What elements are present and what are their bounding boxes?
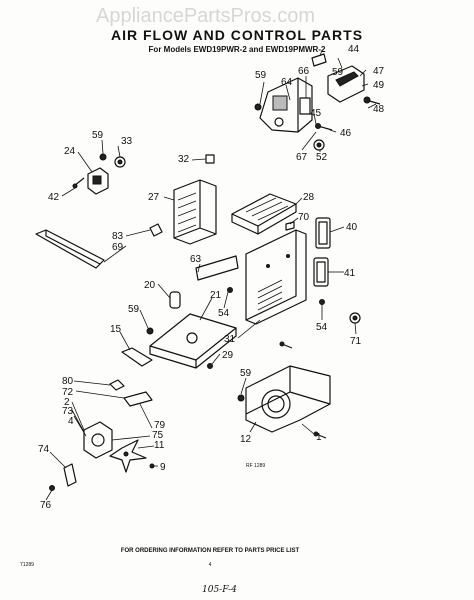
bracket-79: [123, 391, 153, 407]
screw-31: [279, 341, 293, 349]
callout-80: 80: [62, 376, 74, 387]
callout-59-a: 59: [332, 67, 344, 78]
callout-54-a: 54: [218, 308, 230, 319]
screw-54-right: [319, 299, 325, 305]
callout-64: 64: [281, 77, 293, 88]
fan-blade-11: [109, 439, 147, 473]
screw-54-upper: [227, 287, 233, 293]
screw-42: [72, 177, 85, 189]
callout-59-d: 59: [128, 304, 140, 315]
callout-21: 21: [210, 290, 222, 301]
callout-63: 63: [190, 254, 202, 265]
callout-75: 75: [152, 430, 164, 441]
callout-48: 48: [373, 104, 385, 115]
knob-32: [205, 154, 215, 164]
callout-66: 66: [298, 66, 310, 77]
callout-27: 27: [148, 192, 160, 203]
callout-70: 70: [298, 212, 310, 223]
callout-1: 1: [316, 432, 322, 443]
callout-83: 83: [112, 231, 124, 242]
screw-1: [313, 431, 327, 439]
model-subtitle: For Models EWD19PWR-2 and EWD19PMWR-2: [149, 45, 326, 54]
callout-29: 29: [222, 350, 234, 361]
callout-4: 4: [68, 416, 74, 427]
callout-11: 11: [154, 440, 165, 451]
clip-83: [149, 223, 163, 237]
watermark: AppliancePartsPros.com: [96, 5, 315, 27]
callout-45: 45: [310, 108, 322, 119]
callout-76: 76: [40, 500, 52, 511]
small-bracket-44: [311, 53, 327, 67]
callout-15: 15: [110, 324, 122, 335]
callout-73: 73: [62, 406, 74, 417]
callout-54-b: 54: [316, 322, 328, 333]
screw-48: [363, 96, 381, 105]
callout-40: 40: [346, 222, 358, 233]
screw-29: [207, 363, 213, 369]
callout-24: 24: [64, 146, 76, 157]
part-15: [121, 347, 153, 367]
callout-71: 71: [350, 336, 362, 347]
switch-part-66: [299, 97, 311, 115]
bottom-left-code: 71289: [20, 562, 34, 568]
callout-69: 69: [112, 242, 124, 253]
panel-63: [195, 255, 239, 281]
callout-49: 49: [373, 80, 385, 91]
callout-32: 32: [178, 154, 190, 165]
callout-44: 44: [348, 44, 360, 55]
screw-59-lower: [237, 394, 245, 402]
fan-shroud-12: [245, 365, 331, 433]
grille-27: [173, 179, 217, 245]
back-panel-31: [245, 229, 307, 325]
callout-33: 33: [121, 136, 133, 147]
fan-motor-73: [83, 421, 113, 459]
screw-45-46: [315, 123, 333, 131]
callout-28: 28: [303, 192, 315, 203]
callout-9: 9: [160, 462, 166, 473]
shaft-20: [169, 291, 181, 309]
leader-lines: [45, 49, 377, 501]
grommet-71: [349, 312, 361, 324]
handwritten-code: 105-F-4: [202, 585, 237, 595]
callout-41: 41: [344, 268, 356, 279]
callout-74: 74: [38, 444, 50, 455]
callout-67: 67: [296, 152, 308, 163]
grommet-33: [114, 156, 126, 168]
thermostat-knob: [327, 65, 365, 103]
screw-76: [49, 485, 55, 491]
screw-59-mid: [146, 327, 154, 335]
callout-12: 12: [240, 434, 252, 445]
callout-20: 20: [144, 280, 156, 291]
callout-79: 79: [154, 420, 166, 431]
callout-59-b: 59: [255, 70, 267, 81]
switch-24: [87, 167, 109, 195]
callout-47: 47: [373, 66, 385, 77]
control-panel-69: [35, 229, 105, 269]
motor-bracket-80: [109, 379, 125, 391]
page-number: 4: [209, 562, 212, 568]
ordering-note: FOR ORDERING INFORMATION REFER TO PARTS …: [121, 548, 300, 554]
clip-70: [285, 221, 295, 231]
page-title: AIR FLOW AND CONTROL PARTS: [111, 27, 363, 43]
figure-code: RF 1289: [246, 463, 265, 469]
callout-46: 46: [340, 128, 352, 139]
control-housing: [259, 77, 313, 133]
screw-59-upper: [254, 103, 262, 111]
callout-labels: 44 59 47 49 48 46 66 64 59 45 67 52 59 3…: [38, 44, 385, 511]
filter-panel-40: [315, 217, 331, 249]
callout-42: 42: [48, 192, 60, 203]
callout-52: 52: [316, 152, 328, 163]
filter-panel-41: [313, 257, 329, 287]
nut-59: [99, 153, 107, 161]
knob-52: [313, 139, 325, 151]
callout-72: 72: [62, 387, 74, 398]
base-21: [149, 313, 237, 369]
callout-2: 2: [64, 397, 70, 408]
callout-59-c: 59: [92, 130, 104, 141]
callout-31: 31: [224, 334, 236, 345]
callout-59-e: 59: [240, 368, 252, 379]
bracket-74: [63, 463, 77, 487]
